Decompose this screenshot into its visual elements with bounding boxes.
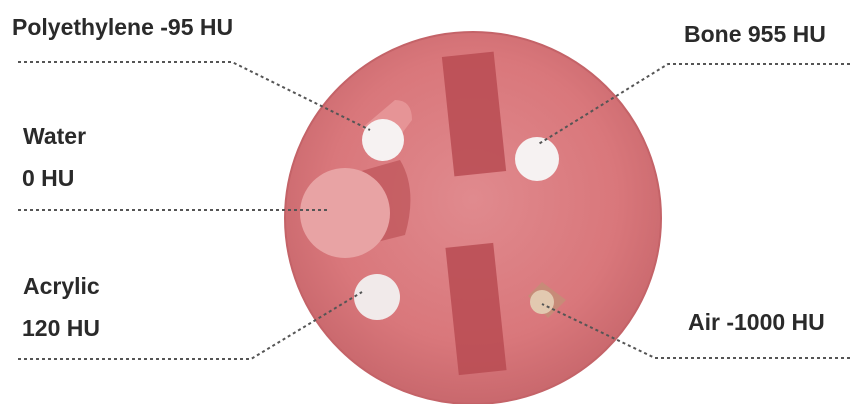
bone-insert — [515, 137, 559, 181]
label-bone: Bone 955 HU — [684, 23, 826, 46]
polyethylene-insert — [362, 119, 404, 161]
water-insert — [300, 168, 390, 258]
air-insert — [530, 290, 554, 314]
label-air: Air -1000 HU — [688, 311, 825, 334]
label-acrylic-name: Acrylic — [23, 275, 100, 298]
label-acrylic-value: 120 HU — [22, 317, 100, 340]
acrylic-insert — [354, 274, 400, 320]
label-polyethylene: Polyethylene -95 HU — [12, 16, 233, 39]
label-water-value: 0 HU — [22, 167, 74, 190]
label-water-name: Water — [23, 125, 86, 148]
